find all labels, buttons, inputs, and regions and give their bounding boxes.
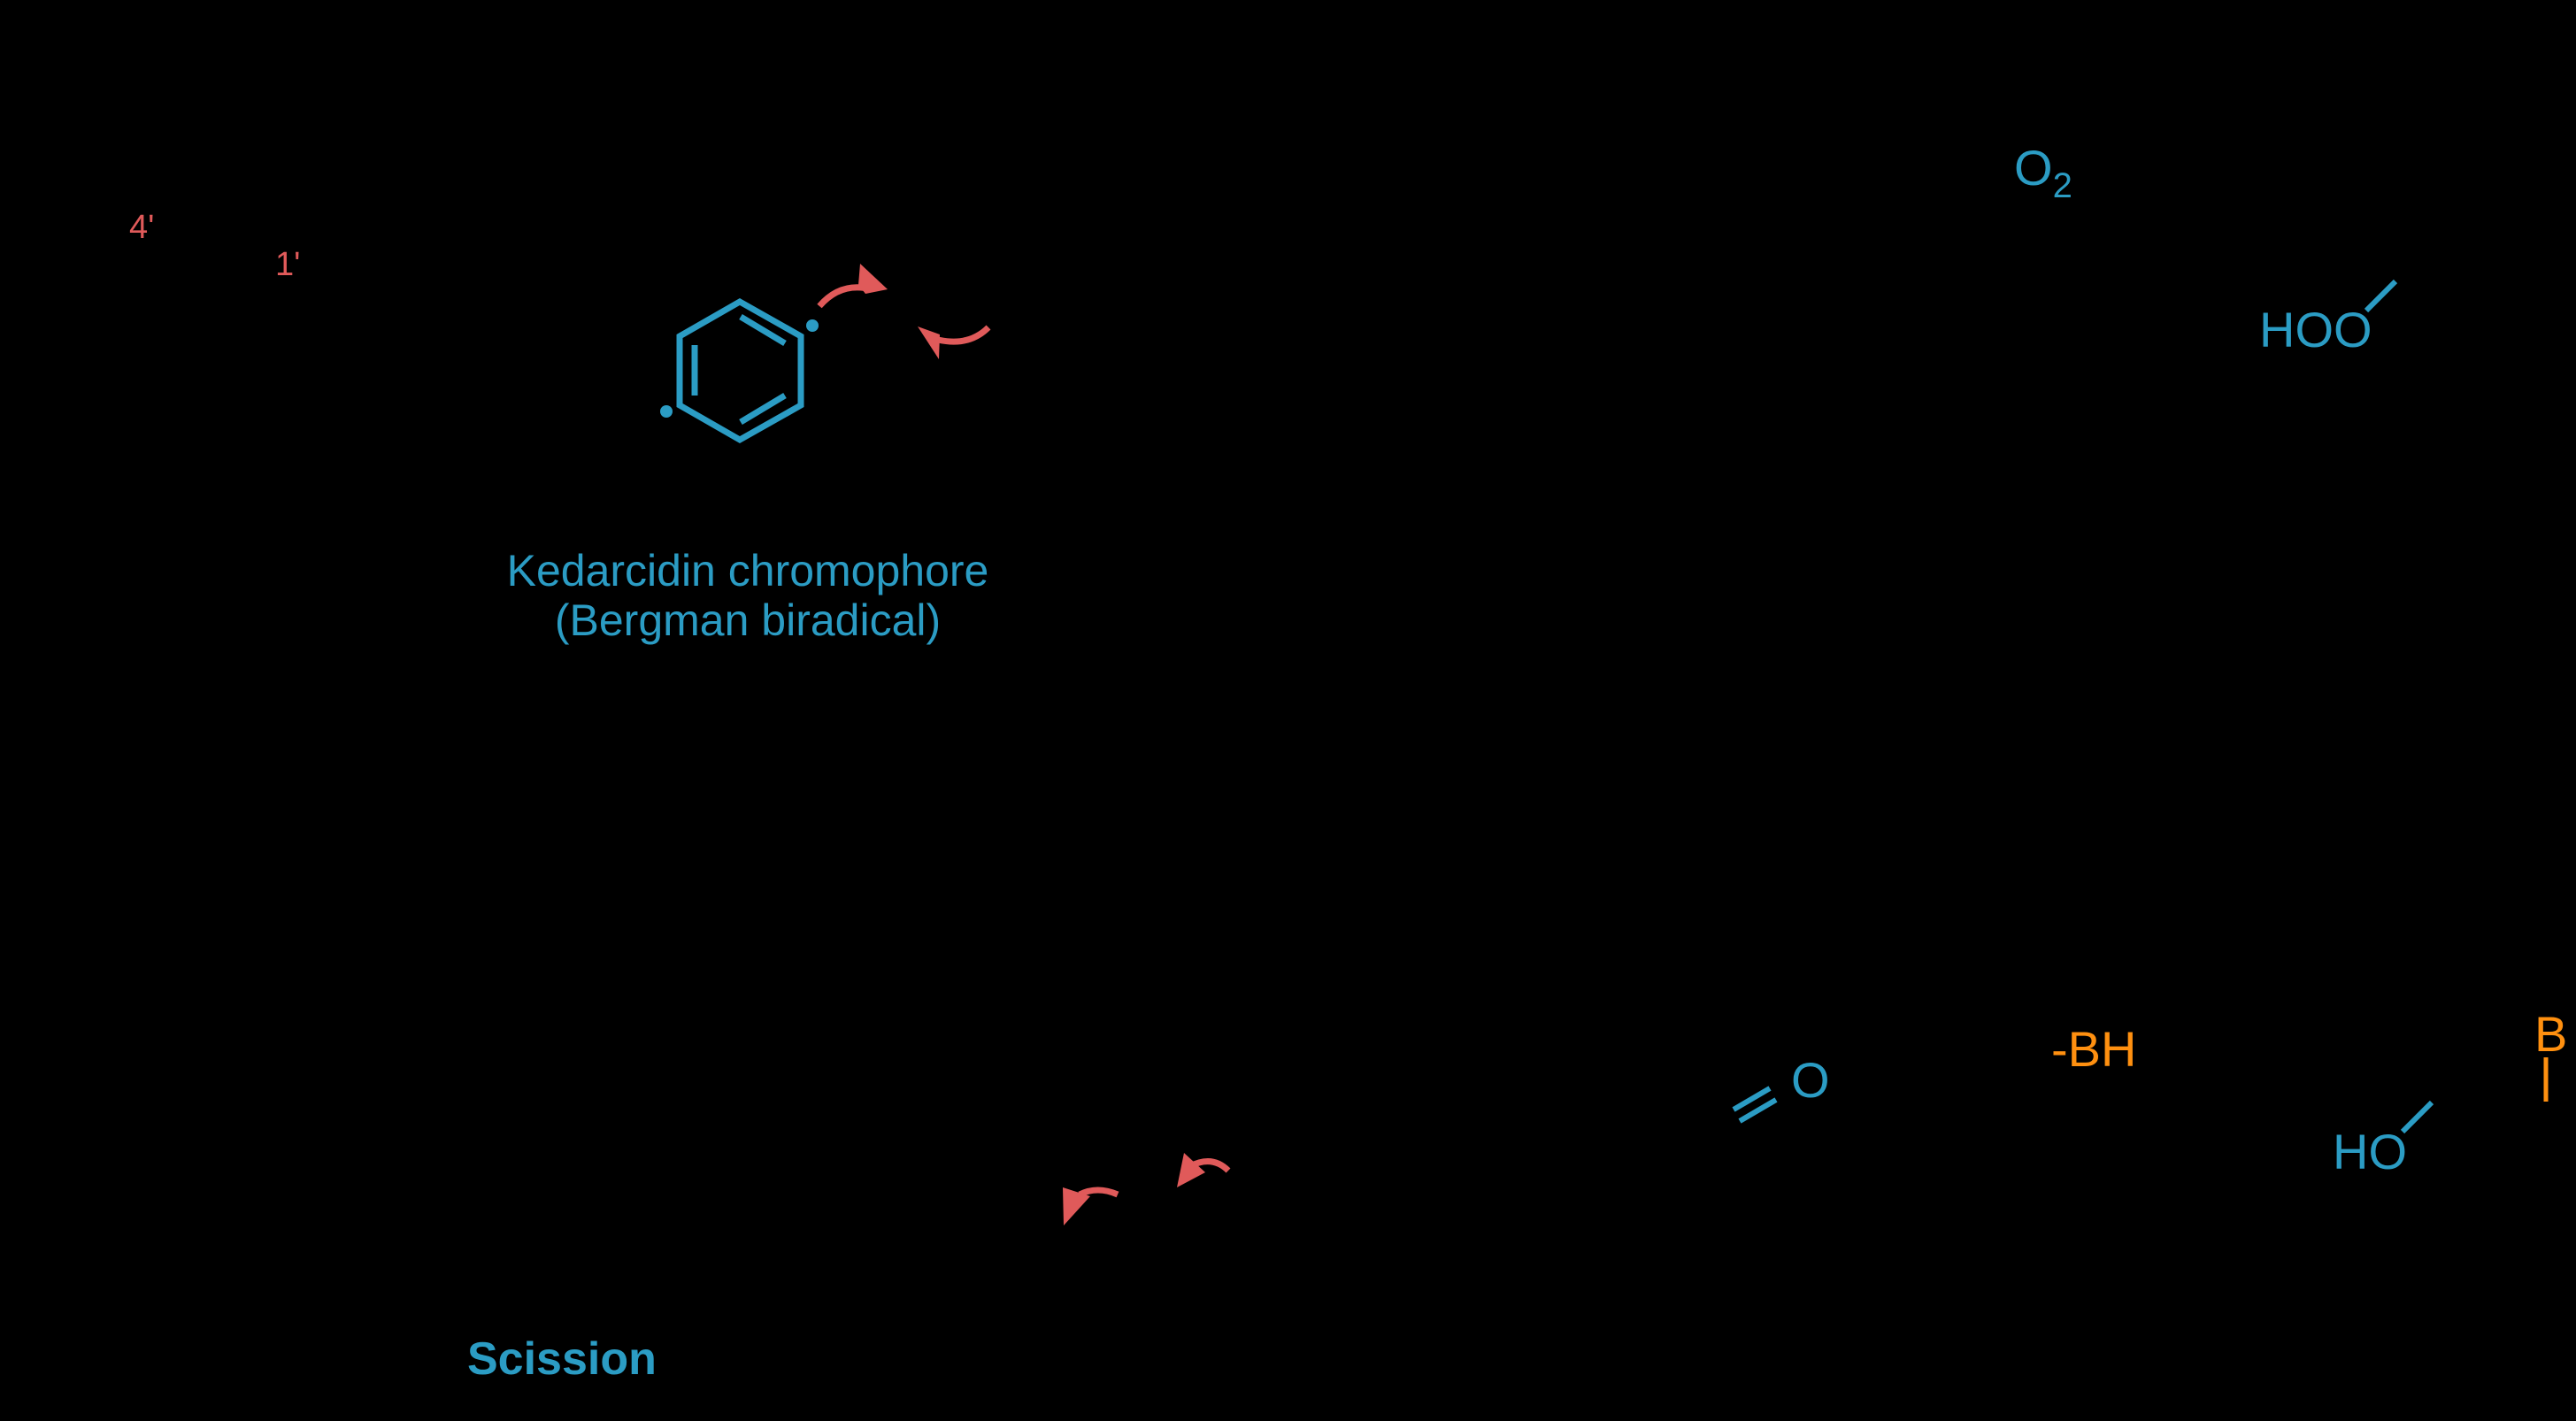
ring-double-bond-bottom [739, 392, 787, 426]
scission-arrow-1 [1063, 1187, 1119, 1225]
base-loss-label: -BH [2051, 1021, 2137, 1077]
radical-dot-right [806, 319, 819, 332]
hydroxyl-bond [2400, 1100, 2434, 1134]
locant-4-prime: 4' [129, 209, 155, 246]
chromophore-name: Kedarcidin chromophore [506, 546, 989, 595]
carbonyl-double-bond [1732, 1086, 1778, 1124]
base-label: B [2534, 1006, 2568, 1062]
oxygen-subscript: 2 [2052, 166, 2072, 205]
carbonyl-oxygen-label: O [1791, 1052, 1830, 1108]
scission-step-label: Scission [467, 1333, 657, 1385]
oxygen-symbol: O [2014, 140, 2053, 196]
chromophore-subtitle: (Bergman biradical) [554, 595, 942, 645]
ring-double-bond-top [739, 313, 787, 347]
benzene-ring-outline [676, 297, 804, 444]
locant-1-prime: 1' [275, 246, 301, 283]
radical-arrow-2 [918, 325, 991, 359]
chromophore-caption: Kedarcidin chromophore (Bergman biradica… [460, 546, 1035, 645]
benzene-biradical-ring [676, 297, 804, 444]
hydroperoxide-label: HOO [2259, 302, 2372, 357]
radical-dot-left [660, 405, 673, 418]
radical-arrow-1 [817, 264, 888, 309]
hydroperoxide-bond [2364, 279, 2398, 313]
scission-arrow-2 [1177, 1153, 1231, 1187]
hydroxyl-label: HO [2333, 1124, 2407, 1179]
oxygen-reagent: O2 [2014, 143, 2072, 204]
